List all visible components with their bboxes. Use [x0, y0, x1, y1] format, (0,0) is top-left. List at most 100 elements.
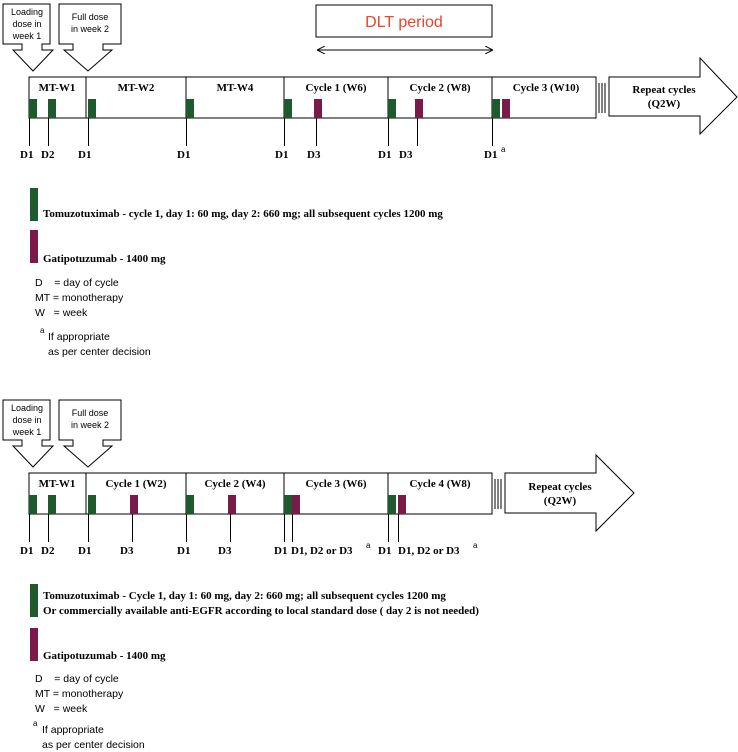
bottom-full-line-2: in week 2 — [71, 420, 109, 430]
bottom-legend-tomuzotuximab-line2: Or commercially available anti-EGFR acco… — [43, 605, 479, 617]
top-legend-tomuzotuximab-swatch — [30, 188, 38, 221]
bottom-superscript-a-2: a — [473, 541, 478, 550]
top-legend-gatipotuzumab-swatch — [30, 230, 38, 263]
bottom-abbr-mt: MT = monotherapy — [35, 688, 124, 700]
bottom-marker-gatipotuzumab-10 — [398, 495, 406, 514]
top-repeat-line-2: (Q2W) — [648, 98, 681, 110]
bottom-legend-tomuzotuximab: Tomuzotuximab - Cycle 1, day 1: 60 mg, d… — [43, 590, 446, 602]
top-loading-line-1: Loading — [11, 7, 43, 17]
bottom-dose-markers — [29, 495, 406, 514]
bottom-marker-tomuzotuximab-9 — [388, 495, 396, 514]
top-dose-markers — [29, 99, 510, 118]
bottom-full-dose-callout: Full dose in week 2 — [58, 399, 122, 468]
bottom-footnote-marker: a — [33, 719, 38, 728]
top-abbr-w: W = week — [35, 307, 88, 319]
top-footnote-line-1: If appropriate — [48, 331, 110, 343]
top-day-label-9: D1 — [484, 149, 497, 161]
bottom-marker-tomuzotuximab-5 — [186, 495, 194, 514]
top-marker-tomuzotuximab-1 — [29, 99, 37, 118]
top-marker-tomuzotuximab-5 — [284, 99, 292, 118]
bottom-abbr-d: D = day of cycle — [35, 673, 119, 685]
top-loading-line-3: week 1 — [12, 31, 42, 41]
bottom-day-label-3: D1 — [78, 545, 91, 557]
bottom-day-label-9: D1 — [378, 545, 391, 557]
bottom-loading-line-2: dose in — [12, 415, 41, 425]
top-break-marks — [598, 83, 606, 113]
bottom-repeat-cycles-arrow: Repeat cycles (Q2W) — [504, 453, 635, 533]
bottom-marker-gatipotuzumab-4 — [130, 495, 138, 514]
top-legend-tomuzotuximab: Tomuzotuximab - cycle 1, day 1: 60 mg, d… — [43, 208, 443, 220]
top-legend-gatipotuzumab: Gatipotuzumab - 1400 mg — [43, 253, 166, 265]
bottom-day-label-6: D3 — [218, 545, 232, 557]
bottom-schedule: Loading dose in week 1 Full dose in week… — [2, 399, 635, 751]
bottom-day-label-5: D1 — [177, 545, 190, 557]
bottom-superscript-a-1: a — [366, 541, 371, 550]
top-segment-label-1: MT-W1 — [39, 82, 76, 94]
bottom-repeat-line-2: (Q2W) — [544, 495, 577, 507]
bottom-day-label-4: D3 — [120, 545, 134, 557]
top-segment-label-3: MT-W4 — [217, 82, 254, 94]
top-day-label-8: D3 — [399, 149, 413, 161]
top-segment-mt-w2 — [85, 76, 187, 119]
bottom-day-ticks — [29, 514, 399, 542]
top-dlt-label: DLT period — [365, 14, 443, 31]
bottom-segment-label-2: Cycle 1 (W2) — [105, 478, 166, 490]
top-segment-label-5: Cycle 2 (W8) — [409, 82, 470, 94]
top-segment-label-4: Cycle 1 (W6) — [305, 82, 366, 94]
bottom-footnote-line-2: as per center decision — [42, 739, 145, 751]
bottom-marker-tomuzotuximab-7 — [284, 495, 292, 514]
top-marker-gatipotuzumab-10 — [502, 99, 510, 118]
top-dlt-period: DLT period — [315, 4, 492, 50]
top-marker-gatipotuzumab-8 — [415, 99, 423, 118]
bottom-loading-line-1: Loading — [11, 403, 43, 413]
top-loading-dose-callout: Loading dose in week 1 — [2, 3, 55, 72]
bottom-marker-tomuzotuximab-1 — [29, 495, 37, 514]
bottom-break-marks — [494, 479, 502, 509]
top-marker-tomuzotuximab-3 — [88, 99, 96, 118]
bottom-segment-label-1: MT-W1 — [39, 478, 76, 490]
top-day-label-1: D1 — [20, 149, 33, 161]
bottom-marker-tomuzotuximab-2 — [48, 495, 56, 514]
top-day-label-2: D2 — [41, 149, 55, 161]
bottom-footnote-line-1: If appropriate — [42, 724, 104, 736]
top-segment-label-6: Cycle 3 (W10) — [513, 82, 580, 94]
bottom-full-line-1: Full dose — [72, 408, 109, 418]
top-full-line-1: Full dose — [72, 12, 109, 22]
top-abbr-mt: MT = monotherapy — [35, 292, 124, 304]
bottom-segment-label-4: Cycle 3 (W6) — [305, 478, 366, 490]
top-segment-cycle2 — [387, 76, 493, 119]
bottom-abbr-w: W = week — [35, 703, 88, 715]
bottom-day-label-2: D2 — [41, 545, 55, 557]
top-footnote-line-2: as per center decision — [48, 346, 151, 358]
bottom-segment-mt-w1 — [28, 472, 87, 515]
top-footnote-marker: a — [40, 326, 45, 335]
top-repeat-line-1: Repeat cycles — [632, 84, 696, 96]
bottom-day-label-8: D1, D2 or D3 — [291, 545, 353, 557]
bottom-segment-cycle3 — [283, 472, 389, 515]
top-superscript-a: a — [501, 145, 506, 154]
bottom-loading-line-3: week 1 — [12, 427, 42, 437]
bottom-legend-gatipotuzumab: Gatipotuzumab - 1400 mg — [43, 650, 166, 662]
bottom-loading-dose-callout: Loading dose in week 1 — [2, 399, 55, 468]
bottom-marker-gatipotuzumab-6 — [228, 495, 236, 514]
bottom-marker-tomuzotuximab-3 — [88, 495, 96, 514]
bottom-marker-gatipotuzumab-8 — [292, 495, 300, 514]
bottom-day-label-10: D1, D2 or D3 — [398, 545, 460, 557]
top-loading-line-2: dose in — [12, 19, 41, 29]
bottom-legend-gatipotuzumab-swatch — [30, 628, 38, 661]
top-day-label-4: D1 — [177, 149, 190, 161]
top-marker-gatipotuzumab-6 — [314, 99, 322, 118]
bottom-segment-label-3: Cycle 2 (W4) — [204, 478, 265, 490]
top-segment-cycle3 — [491, 76, 597, 119]
top-day-label-5: D1 — [275, 149, 288, 161]
top-day-label-6: D3 — [307, 149, 321, 161]
top-full-line-2: in week 2 — [71, 24, 109, 34]
bottom-day-label-1: D1 — [20, 545, 33, 557]
top-marker-tomuzotuximab-7 — [388, 99, 396, 118]
top-marker-tomuzotuximab-2 — [48, 99, 56, 118]
top-day-ticks — [29, 118, 493, 146]
top-marker-tomuzotuximab-9 — [492, 99, 500, 118]
top-abbr-d: D = day of cycle — [35, 277, 119, 289]
top-segment-mt-w1 — [28, 76, 87, 119]
